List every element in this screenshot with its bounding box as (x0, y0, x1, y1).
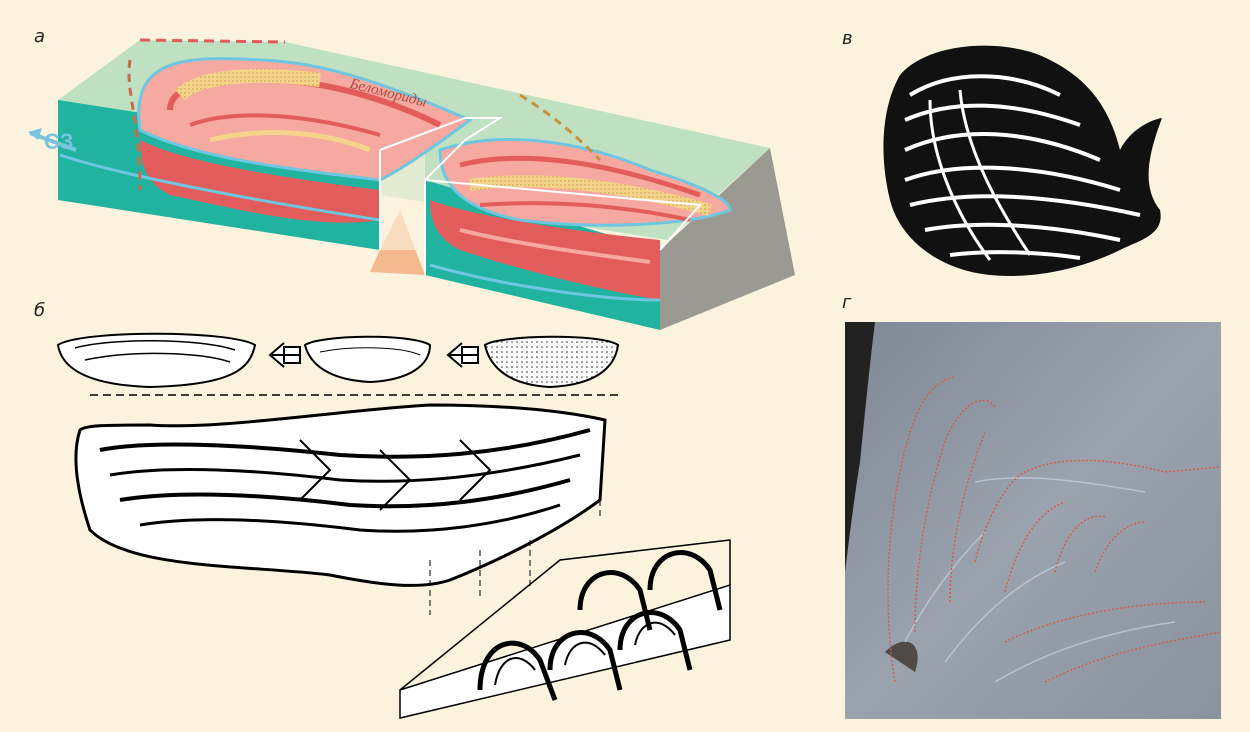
outcrop-photo (845, 322, 1221, 719)
